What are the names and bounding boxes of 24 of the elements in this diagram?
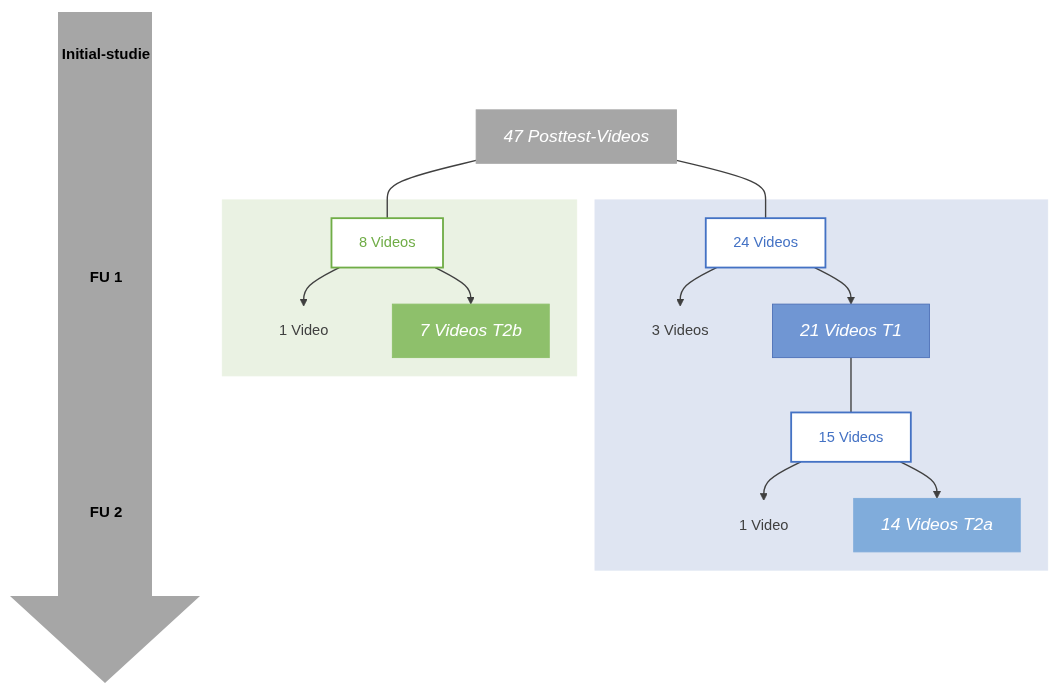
arrow — [759, 461, 802, 501]
node-text: 1 Video — [739, 516, 789, 533]
cluster — [221, 199, 578, 377]
node-text: 1 Video — [279, 322, 329, 339]
connector — [386, 159, 477, 219]
arrow — [434, 266, 475, 305]
node-box: 47 Posttest-Videos — [475, 109, 677, 164]
arrow — [899, 461, 941, 499]
cluster — [594, 199, 1049, 571]
stage-label: FU 2 — [88, 503, 124, 520]
connector — [850, 356, 852, 414]
arrow — [676, 266, 718, 307]
node-text: 3 Videos — [651, 322, 709, 339]
arrow — [813, 266, 855, 305]
stage-label: FU 1 — [88, 268, 124, 285]
connector — [675, 159, 767, 219]
node-box: 8 Videos — [330, 217, 444, 269]
node-box: 15 Videos — [790, 411, 912, 463]
node-box: 21 Videos T1 — [772, 303, 930, 359]
node-box: 14 Videos T2a — [853, 497, 1021, 553]
stage-label: Initial-studie — [60, 45, 152, 62]
arrow — [299, 266, 340, 307]
node-box: 24 Videos — [704, 217, 827, 269]
node-box: 7 Videos T2b — [391, 303, 550, 359]
